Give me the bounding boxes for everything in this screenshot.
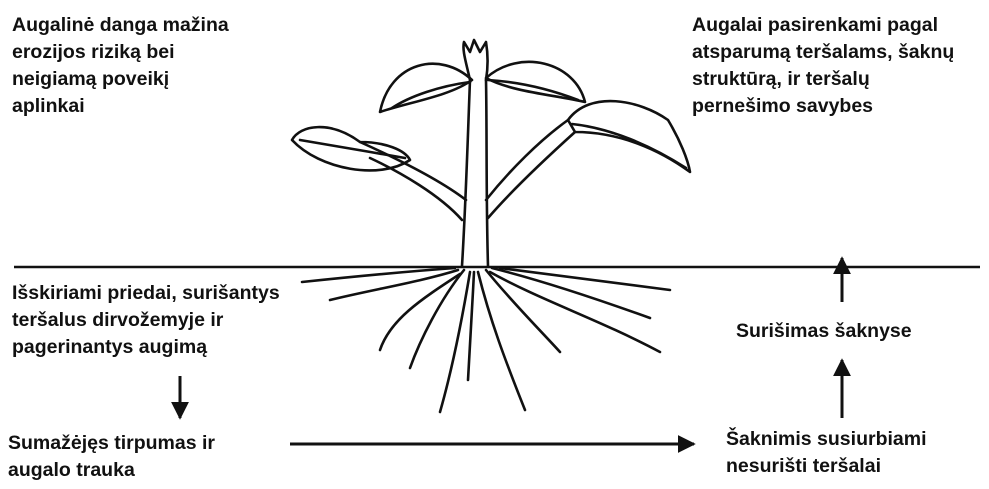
- label-line: pernešimo savybes: [692, 93, 954, 120]
- label-line: Šaknimis susiurbiami: [726, 426, 927, 453]
- label-line: Surišimas šaknyse: [736, 318, 912, 345]
- label-line: nesurišti teršalai: [726, 453, 927, 480]
- label-line: Augalai pasirenkami pagal: [692, 12, 954, 39]
- label-line: augalo trauka: [8, 457, 215, 484]
- label-line: erozijos riziką bei: [12, 39, 229, 66]
- root-system: [302, 268, 670, 412]
- plant-illustration: [292, 40, 690, 266]
- label-line: Sumažėjęs tirpumas ir: [8, 430, 215, 457]
- leaf-upper-left: [380, 64, 472, 112]
- label-line: teršalus dirvožemyje ir: [12, 307, 280, 334]
- label-line: atsparumą teršalams, šaknų: [692, 39, 954, 66]
- label-line: pagerinantys augimą: [12, 334, 280, 361]
- label-binding-in-roots: Surišimas šaknyse: [736, 318, 912, 345]
- leaf-right: [568, 101, 690, 172]
- label-line: Išskiriami priedai, surišantys: [12, 280, 280, 307]
- label-line: neigiamą poveikį: [12, 66, 229, 93]
- label-line: aplinkai: [12, 93, 229, 120]
- label-line: Augalinė danga mažina: [12, 12, 229, 39]
- label-line: struktūrą, ir teršalų: [692, 66, 954, 93]
